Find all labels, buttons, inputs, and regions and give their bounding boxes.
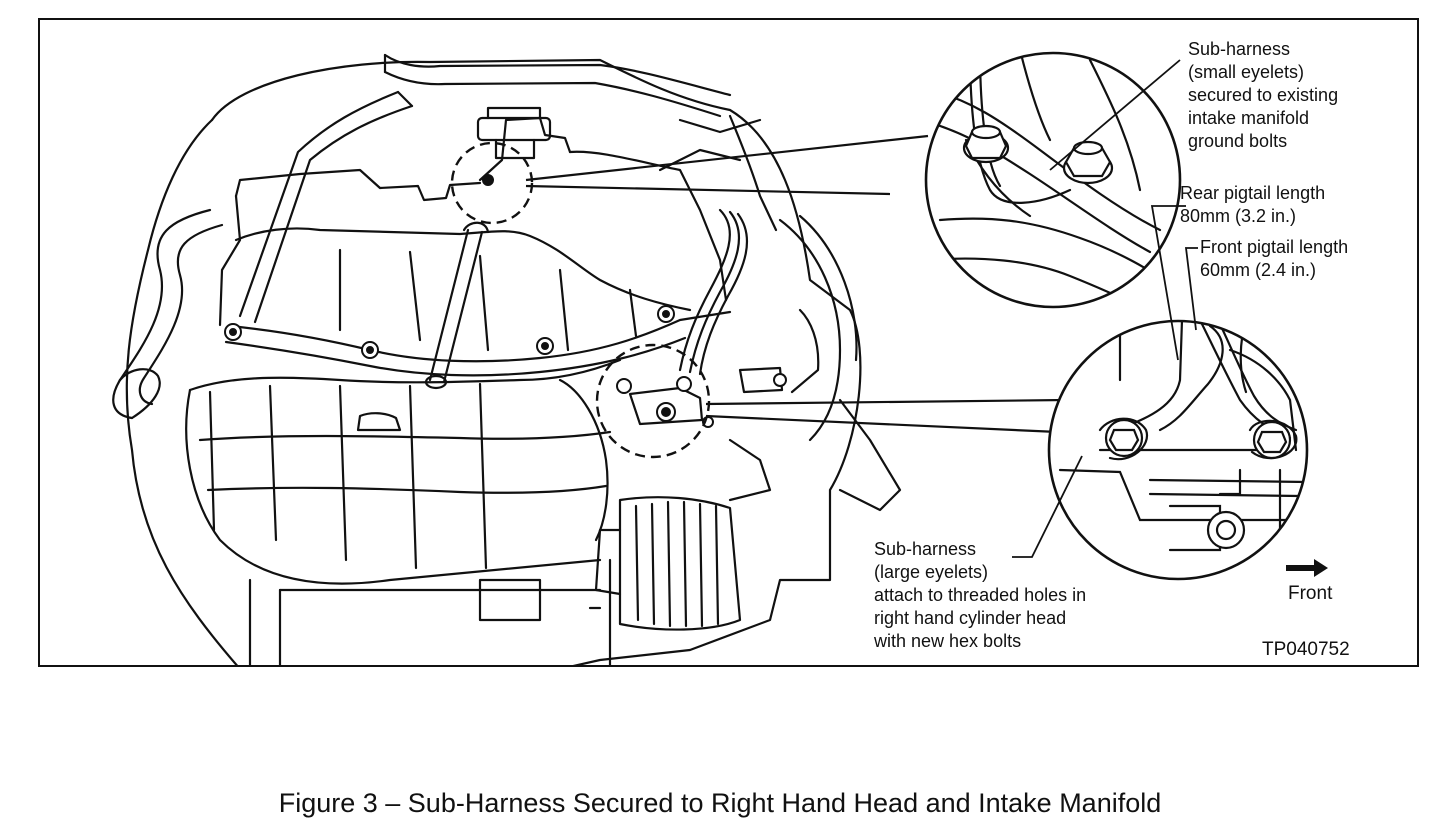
engine-bolts xyxy=(224,174,787,428)
arrow-right-icon xyxy=(1286,559,1328,577)
engine-illustration xyxy=(112,51,1328,665)
zoom-small-eyelets xyxy=(924,51,1182,309)
callout-leaders xyxy=(1012,59,1198,558)
callout-line: Sub-harness xyxy=(1188,39,1291,59)
callout-line: Rear pigtail length xyxy=(1180,183,1326,203)
callout-line: 80mm (3.2 in.) xyxy=(1180,206,1297,226)
zoom-large-eyelets xyxy=(1047,319,1309,581)
callout-line: intake manifold xyxy=(1188,108,1310,128)
callout-large-eyelets: Sub-harness (large eyelets) attach to th… xyxy=(874,538,1086,653)
callout-line: right hand cylinder head xyxy=(874,608,1067,628)
zoom-leaders xyxy=(525,134,1067,434)
figure-caption: Figure 3 – Sub-Harness Secured to Right … xyxy=(278,788,1162,818)
engine-block-drawing xyxy=(112,53,902,665)
direction-label: Front xyxy=(1288,583,1333,604)
callout-line: (small eyelets) xyxy=(1188,62,1305,82)
callout-line: ground bolts xyxy=(1188,131,1288,151)
callout-line: attach to threaded holes in xyxy=(874,585,1087,605)
callout-rear-pigtail: Rear pigtail length 80mm (3.2 in.) xyxy=(1180,182,1325,228)
callout-line: (large eyelets) xyxy=(874,562,989,582)
callout-line: 60mm (2.4 in.) xyxy=(1200,260,1317,280)
figure-code: TP040752 xyxy=(1262,639,1350,660)
callout-front-pigtail: Front pigtail length 60mm (2.4 in.) xyxy=(1200,236,1348,282)
figure-frame: Sub-harness (small eyelets) secured to e… xyxy=(38,18,1419,667)
callout-line: Sub-harness xyxy=(874,539,977,559)
callout-line: Front pigtail length xyxy=(1200,237,1349,257)
detail-markers xyxy=(450,141,711,459)
callout-line: with new hex bolts xyxy=(874,631,1022,651)
callout-small-eyelets: Sub-harness (small eyelets) secured to e… xyxy=(1188,38,1338,153)
callout-line: secured to existing xyxy=(1188,85,1339,105)
